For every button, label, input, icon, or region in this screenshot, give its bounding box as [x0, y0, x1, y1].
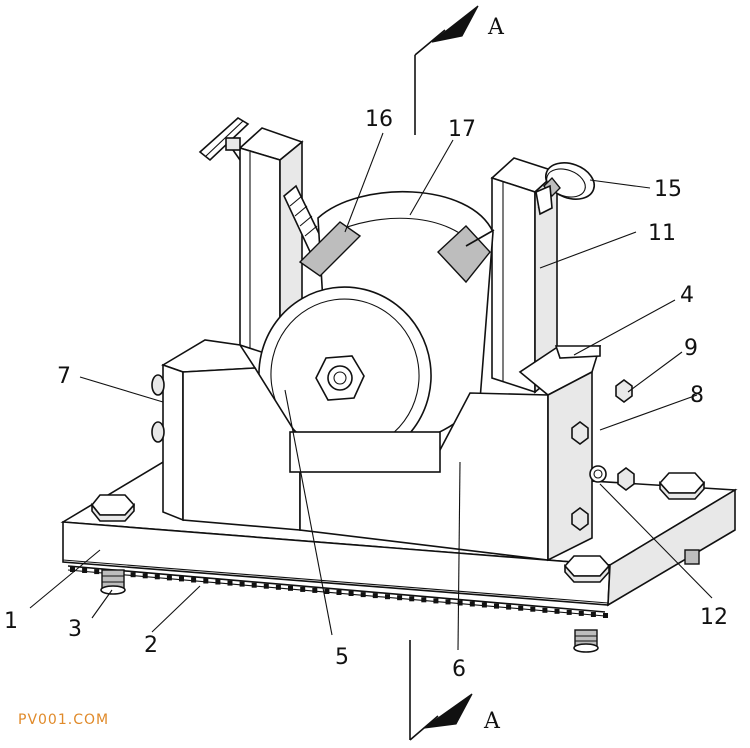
- anti-slip-tooth: [203, 578, 209, 584]
- section-line-a-top: [414, 5, 479, 135]
- motor-body: [258, 190, 495, 464]
- anti-slip-tooth: [70, 567, 75, 572]
- spring-foot-left: [100, 569, 126, 595]
- anti-slip-tooth: [263, 583, 269, 589]
- anti-slip-tooth: [494, 603, 499, 609]
- anti-slip-tooth: [578, 610, 584, 616]
- anti-slip-tooth: [409, 596, 415, 602]
- anti-slip-tooth: [372, 593, 378, 599]
- callout-8: 8: [690, 383, 704, 408]
- anti-slip-tooth: [300, 586, 306, 592]
- anti-slip-tooth: [433, 598, 439, 604]
- callout-2: 2: [144, 633, 158, 658]
- anti-slip-tooth: [530, 606, 536, 612]
- anti-slip-tooth: [421, 597, 427, 603]
- leader-lines: [29, 132, 713, 651]
- anti-slip-tooth: [348, 591, 354, 596]
- section-label-top: A: [487, 15, 505, 40]
- anti-slip-tooth: [481, 602, 487, 608]
- callout-16: 16: [365, 107, 393, 132]
- callout-4: 4: [680, 283, 694, 308]
- right-post: [490, 157, 559, 394]
- callout-1: 1: [4, 609, 18, 634]
- anti-slip-tooth: [94, 569, 100, 575]
- anti-slip-tooth: [603, 613, 608, 618]
- callout-15: 15: [654, 177, 682, 202]
- knob-handle: [535, 162, 596, 216]
- anti-slip-tooth: [215, 579, 221, 585]
- anti-slip-tooth: [590, 612, 596, 617]
- callout-11: 11: [648, 221, 676, 246]
- anti-slip-tooth: [82, 568, 88, 573]
- anti-slip-tooth: [397, 595, 403, 601]
- frame-bolt-low: [571, 507, 589, 531]
- frame-bolt-side: [617, 467, 635, 491]
- motor-clamp-pad-left: [298, 221, 362, 277]
- section-label-bottom: A: [483, 709, 501, 734]
- left-frame-bolt: [151, 374, 165, 443]
- anti-slip-tooth: [179, 576, 184, 582]
- frame-bolt-mid: [571, 421, 589, 445]
- hex-bolt-rear-right: [658, 472, 706, 500]
- callout-6: 6: [452, 657, 466, 682]
- anti-slip-tooth: [518, 605, 524, 611]
- anti-slip-tooth: [142, 573, 148, 579]
- callout-17: 17: [448, 117, 476, 142]
- callout-7: 7: [57, 364, 71, 389]
- anti-slip-tooth: [385, 594, 390, 600]
- anti-slip-strip: [67, 565, 608, 618]
- frame-bolt-top: [615, 379, 633, 403]
- anti-slip-tooth: [554, 608, 560, 614]
- anti-slip-tooth: [457, 600, 463, 606]
- knob-screw-thread: [535, 184, 553, 216]
- anti-slip-tooth: [191, 577, 197, 583]
- anti-slip-tooth: [445, 599, 451, 605]
- anti-slip-tooth: [312, 587, 318, 593]
- anti-slip-tooth: [336, 590, 342, 595]
- anti-slip-tooth: [506, 604, 512, 610]
- anti-slip-tooth: [542, 607, 548, 613]
- anti-slip-tooth: [288, 585, 293, 591]
- anti-slip-tooth: [166, 575, 172, 581]
- hex-bolt-front-right: [563, 555, 611, 583]
- callout-3: 3: [68, 617, 82, 642]
- anti-slip-tooth: [154, 574, 160, 580]
- anti-slip-tooth: [360, 592, 366, 598]
- watermark: PV001.COM: [18, 712, 110, 728]
- callout-12: 12: [700, 605, 728, 630]
- anti-slip-tooth: [566, 609, 572, 615]
- callout-labels: 1 3 2 7 5 6 16 17 15 11 4 9 8 12 A A: [4, 15, 728, 734]
- anti-slip-tooth: [251, 582, 257, 588]
- anti-slip-tooth: [469, 601, 475, 607]
- callout-5: 5: [335, 645, 349, 670]
- callout-9: 9: [684, 336, 698, 361]
- frame-port-ring: [589, 465, 607, 483]
- left-hand-screw: [198, 117, 250, 162]
- spring-foot-right: [573, 629, 599, 653]
- anti-slip-tooth: [324, 589, 330, 594]
- anti-slip-tooth: [239, 581, 245, 587]
- spring-foot-rear: [684, 549, 700, 565]
- hex-bolt-front-left: [90, 494, 136, 522]
- anti-slip-tooth: [130, 572, 136, 578]
- anti-slip-tooth: [227, 580, 233, 586]
- anti-slip-tooth: [275, 584, 281, 590]
- section-line-a-bottom: [409, 640, 473, 741]
